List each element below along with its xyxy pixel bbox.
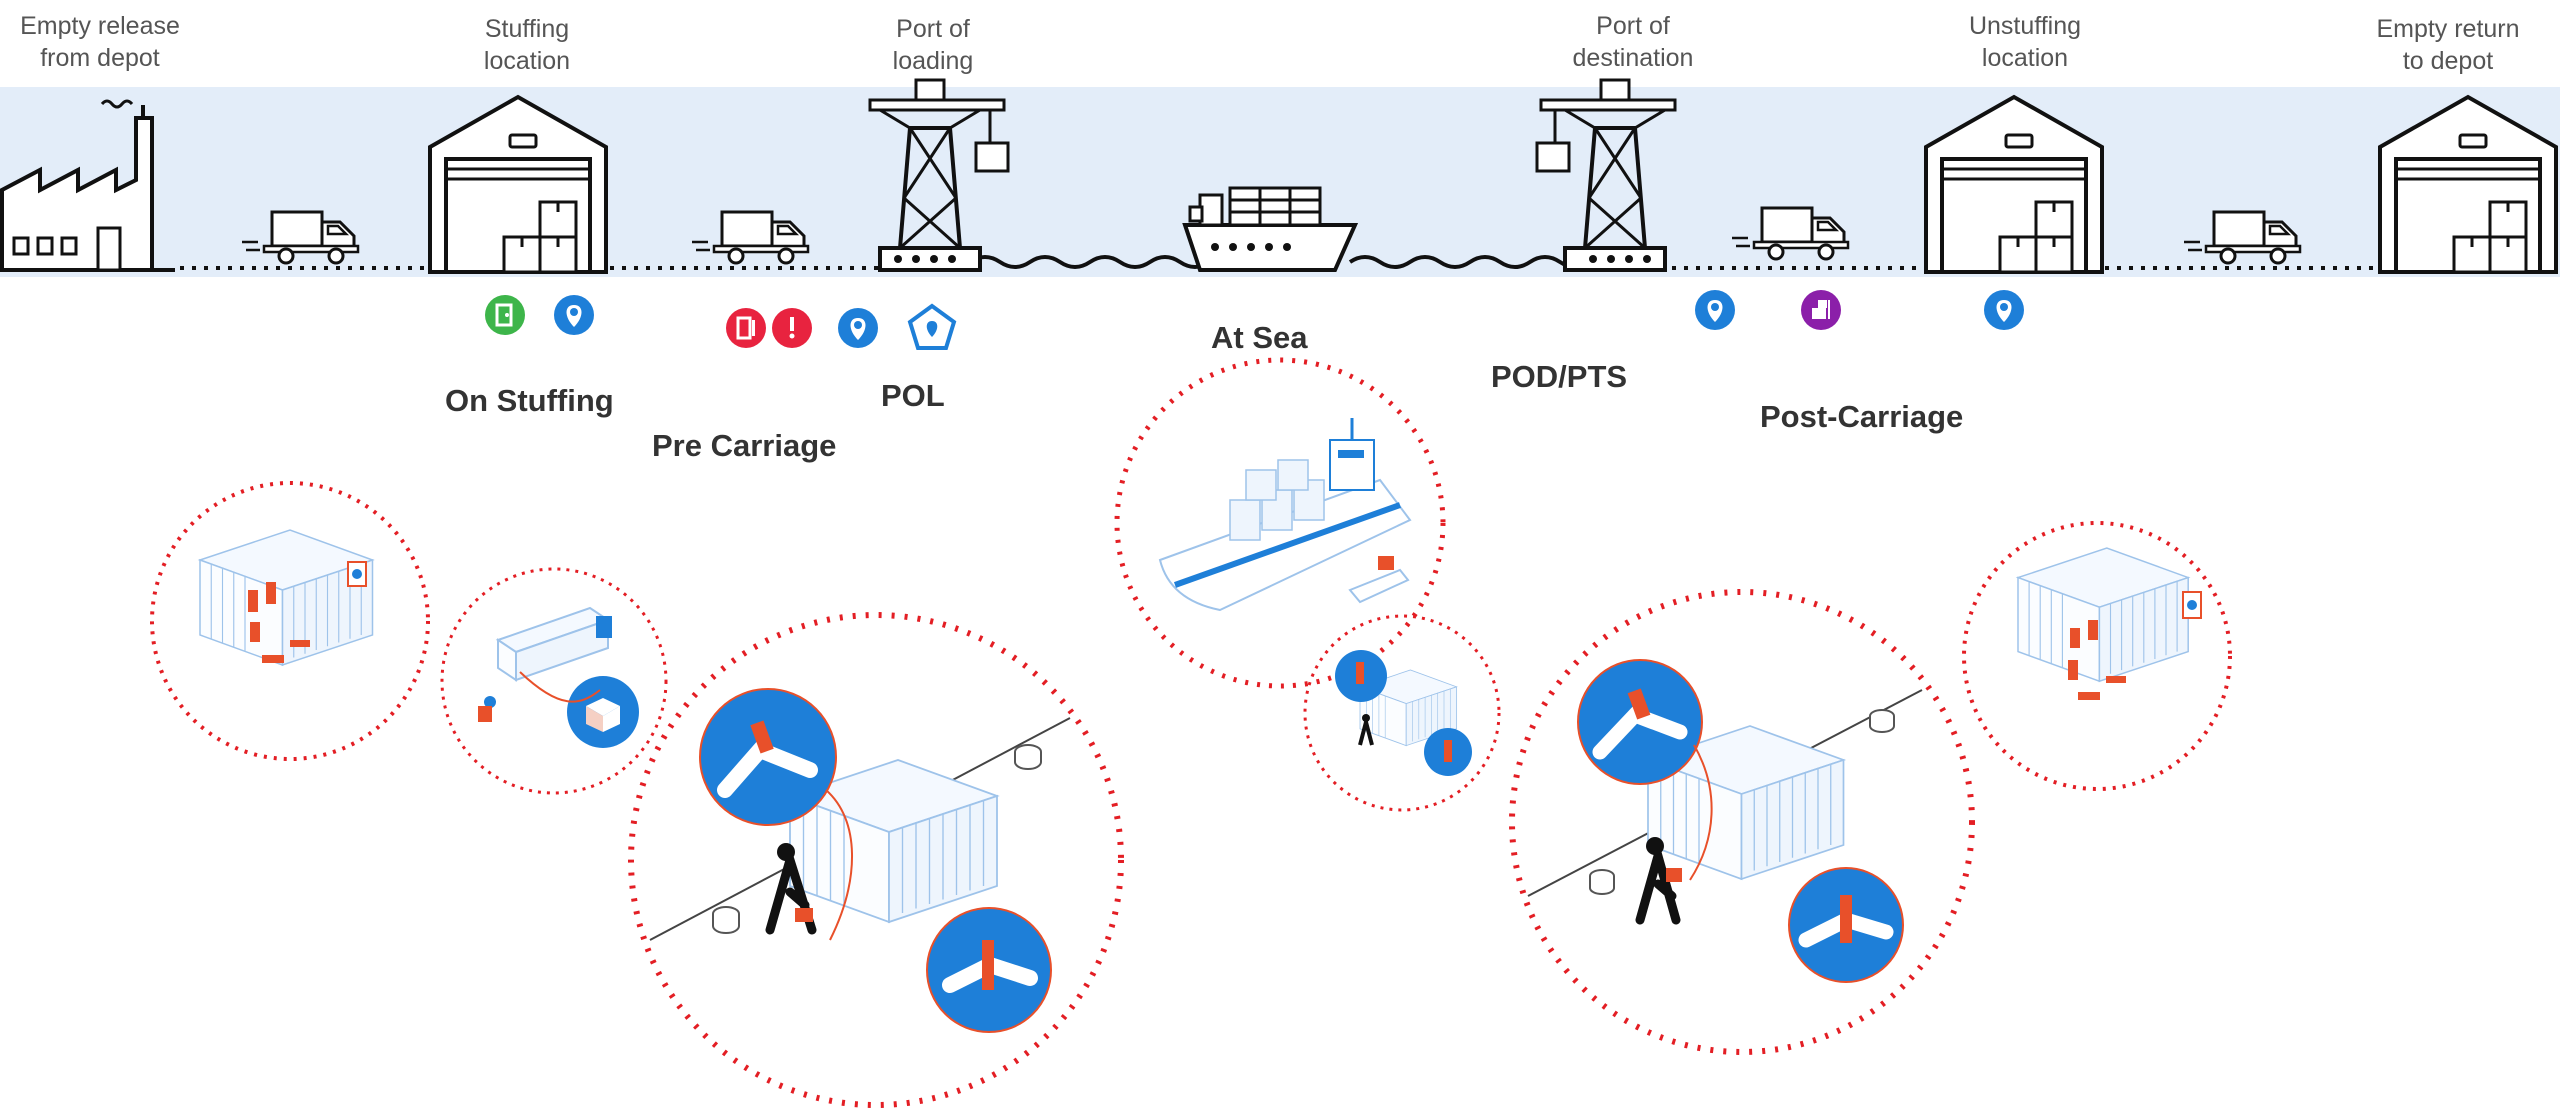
- blue-location-pin-icon: [1984, 290, 2024, 330]
- illustration-pre-carriage-truck: [442, 569, 666, 793]
- illustration-on-stuffing: [152, 483, 428, 759]
- label-port-of-destination: Port of destination: [1513, 10, 1753, 74]
- illustration-pol-seal-check: [631, 615, 1121, 1105]
- label-line: location: [1905, 42, 2145, 74]
- phase-post-carriage: Post-Carriage: [1760, 399, 1963, 435]
- label-line: Stuffing: [407, 13, 647, 45]
- illustration-post-carriage-seal-check: [1512, 592, 1972, 1052]
- illustration-unstuffing: [1964, 523, 2230, 789]
- red-door-alert-icon: [726, 308, 766, 348]
- phase-pol: POL: [881, 378, 945, 414]
- label-unstuffing-location: Unstuffing location: [1905, 10, 2145, 74]
- blue-location-pin-icon: [554, 295, 594, 335]
- purple-cargo-icon: [1801, 290, 1841, 330]
- label-line: from depot: [0, 42, 220, 74]
- phase-at-sea: At Sea: [1211, 320, 1307, 356]
- phase-on-stuffing: On Stuffing: [445, 383, 614, 419]
- label-line: Port of: [813, 13, 1053, 45]
- red-exclamation-icon: [772, 308, 812, 348]
- illustration-at-sea: [1117, 360, 1443, 686]
- label-line: loading: [813, 45, 1053, 77]
- label-line: location: [407, 45, 647, 77]
- blue-location-pin-icon: [838, 308, 878, 348]
- label-empty-release: Empty release from depot: [0, 10, 220, 74]
- label-line: Empty release: [0, 10, 220, 42]
- illustration-pod-pts: [1305, 616, 1499, 810]
- blue-location-pin-icon: [1695, 290, 1735, 330]
- label-port-of-loading: Port of loading: [813, 13, 1053, 77]
- label-line: to depot: [2328, 45, 2560, 77]
- label-line: Port of: [1513, 10, 1753, 42]
- blue-pentagon-pin-icon: [910, 306, 954, 348]
- label-line: Unstuffing: [1905, 10, 2145, 42]
- label-empty-return: Empty return to depot: [2328, 13, 2560, 77]
- label-line: Empty return: [2328, 13, 2560, 45]
- green-door-icon: [485, 295, 525, 335]
- phase-pre-carriage: Pre Carriage: [652, 428, 836, 464]
- label-line: destination: [1513, 42, 1753, 74]
- label-stuffing-location: Stuffing location: [407, 13, 647, 77]
- phase-pod-pts: POD/PTS: [1491, 359, 1627, 395]
